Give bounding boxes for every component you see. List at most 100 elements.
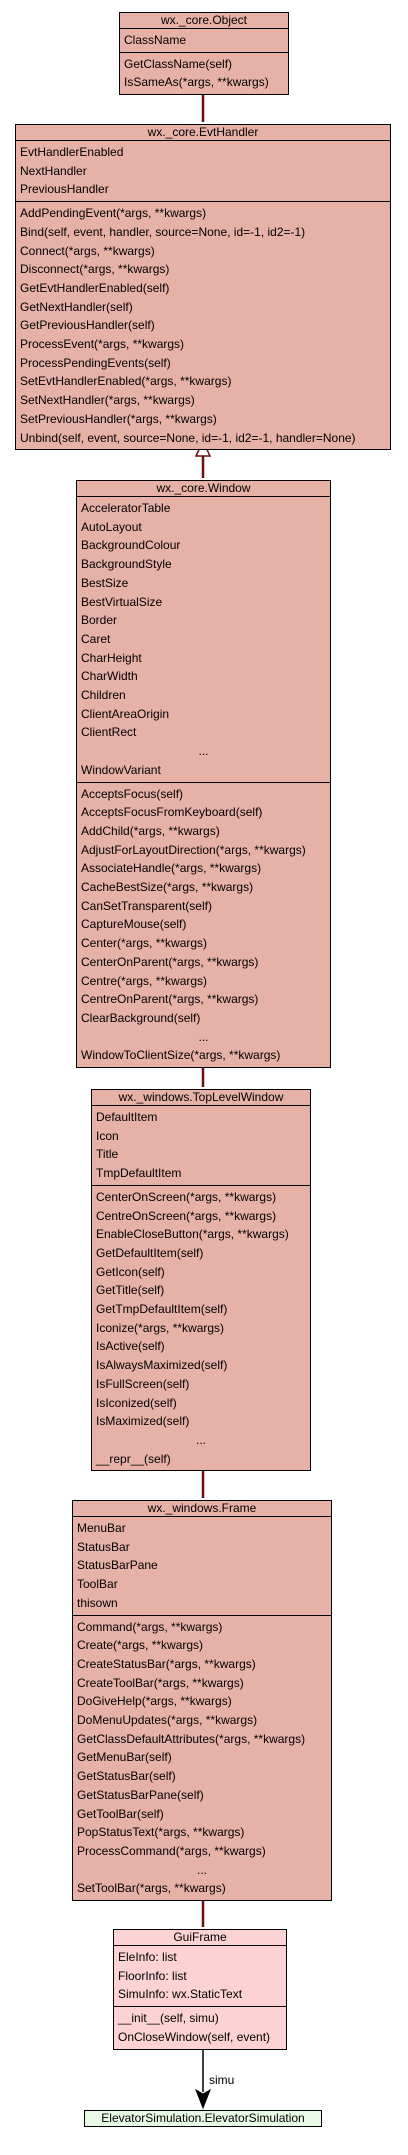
ellipsis: ...: [198, 1029, 209, 1044]
method-row: Command(*args, **kwargs): [77, 1619, 223, 1634]
class-name: GuiFrame: [173, 1930, 227, 1944]
method-row: IsActive(self): [96, 1339, 165, 1354]
class-name: wx._core.EvtHandler: [147, 125, 259, 139]
method-row: SetToolBar(*args, **kwargs): [77, 1881, 226, 1896]
method-row: CaptureMouse(self): [81, 917, 187, 932]
method-row: AdjustForLayoutDirection(*args, **kwargs…: [81, 842, 306, 857]
method-row: CreateStatusBar(*args, **kwargs): [77, 1656, 256, 1671]
attribute-row: NextHandler: [20, 163, 87, 178]
attribute-row: MenuBar: [77, 1521, 126, 1535]
attribute-row: WindowVariant: [81, 762, 161, 777]
attribute-row: ClassName: [124, 33, 187, 47]
attribute-row: EleInfo: list: [118, 1950, 177, 1964]
method-row: Iconize(*args, **kwargs): [96, 1320, 225, 1335]
attribute-row: BackgroundColour: [81, 538, 181, 553]
method-row: CacheBestSize(*args, **kwargs): [81, 880, 254, 895]
method-row: Connect(*args, **kwargs): [20, 243, 155, 258]
method-row: GetToolBar(self): [77, 1806, 164, 1821]
method-row: AddPendingEvent(*args, **kwargs): [20, 206, 207, 221]
class-name: wx._windows.TopLevelWindow: [118, 1090, 284, 1104]
class-name: wx._windows.Frame: [147, 1501, 257, 1515]
method-row: OnCloseWindow(self, event): [118, 2029, 271, 2044]
method-row: GetMenuBar(self): [77, 1750, 172, 1765]
attribute-row: StatusBarPane: [77, 1558, 158, 1573]
class-name: wx._core.Object: [160, 13, 248, 27]
attribute-row: Children: [81, 688, 126, 703]
method-row: AssociateHandle(*args, **kwargs): [81, 861, 262, 876]
attribute-row: BestVirtualSize: [81, 594, 163, 609]
method-section: CenterOnScreen(*args, **kwargs) CentreOnS…: [92, 1184, 310, 1471]
attribute-row: DefaultItem: [96, 1110, 158, 1124]
attribute-row: thisown: [77, 1595, 118, 1610]
method-row: IsAlwaysMaximized(self): [96, 1358, 228, 1373]
method-row: AddChild(*args, **kwargs): [81, 823, 220, 838]
attribute-row: TmpDefaultItem: [96, 1166, 182, 1181]
method-row: SetNextHandler(*args, **kwargs): [20, 393, 195, 408]
class-name: ElevatorSimulation.ElevatorSimulation: [101, 2111, 305, 2125]
method-row: CreateToolBar(*args, **kwargs): [77, 1675, 244, 1690]
method-row: SetEvtHandlerEnabled(*args, **kwargs): [20, 374, 232, 389]
method-row: DoGiveHelp(*args, **kwargs): [77, 1694, 232, 1709]
method-row: CentreOnScreen(*args, **kwargs): [96, 1208, 277, 1223]
class-name: wx._core.Window: [156, 481, 251, 495]
attribute-row: CharWidth: [81, 669, 138, 684]
method-row: Disconnect(*args, **kwargs): [20, 262, 170, 277]
association-label: simu: [209, 2073, 234, 2087]
method-section: GetClassName(self)IsSameAs(*args, **kwar…: [120, 51, 288, 94]
method-row: EnableCloseButton(*args, **kwargs): [96, 1227, 289, 1242]
method-row: Bind(self, event, handler, source=None, …: [20, 224, 306, 239]
method-row: ClearBackground(self): [81, 1010, 201, 1025]
method-row: __init__(self, simu): [118, 2011, 219, 2026]
attribute-row: BestSize: [81, 575, 129, 590]
attribute-row: ClientAreaOrigin: [81, 706, 170, 721]
attribute-row: PreviousHandler: [20, 182, 109, 197]
method-row: ProcessEvent(*args, **kwargs): [20, 337, 185, 352]
method-row: GetTmpDefaultItem(self): [96, 1302, 228, 1317]
attribute-row: EvtHandlerEnabled: [20, 145, 124, 159]
method-row: WindowToClientSize(*args, **kwargs): [81, 1048, 281, 1063]
method-row: AcceptsFocus(self): [81, 786, 184, 801]
method-row: Centre(*args, **kwargs): [81, 973, 208, 988]
attribute-row: BackgroundStyle: [81, 557, 172, 572]
method-row: GetPreviousHandler(self): [20, 318, 155, 333]
method-row: IsFullScreen(self): [96, 1376, 190, 1391]
method-row: Center(*args, **kwargs): [81, 936, 208, 951]
attribute-row: CharHeight: [81, 650, 142, 665]
attribute-section: ClassName: [120, 28, 288, 52]
method-section: __init__(self, simu) OnCloseWindow(self, …: [114, 2006, 286, 2048]
method-section: Command(*args, **kwargs)Create(*args, **…: [73, 1614, 331, 1901]
method-row: GetStatusBarPane(self): [77, 1787, 204, 1802]
ellipsis: ...: [196, 1862, 207, 1877]
method-row: GetStatusBar(self): [77, 1769, 176, 1784]
method-row: GetNextHandler(self): [20, 299, 133, 314]
method-row: Unbind(self, event, source=None, id=-1, …: [20, 430, 356, 445]
method-row: AcceptsFocusFromKeyboard(self): [81, 805, 263, 820]
method-row: GetIcon(self): [96, 1264, 165, 1279]
attribute-row: SimuInfo: wx.StaticText: [118, 1987, 243, 2002]
attribute-row: Border: [81, 613, 118, 628]
method-row: CenterOnScreen(*args, **kwargs): [96, 1189, 277, 1204]
attribute-row: FloorInfo: list: [118, 1968, 187, 1983]
method-row: ProcessPendingEvents(self): [20, 355, 171, 370]
method-row: CenterOnParent(*args, **kwargs): [81, 954, 259, 969]
method-row: SetPreviousHandler(*args, **kwargs): [20, 411, 217, 426]
ellipsis: ...: [195, 1432, 206, 1447]
method-row: IsMaximized(self): [96, 1414, 190, 1429]
class-box-elevatorsimulation: ElevatorSimulation.ElevatorSimulation: [84, 2110, 322, 2127]
method-row: GetDefaultItem(self): [96, 1245, 204, 1260]
method-row: GetClassName(self): [124, 56, 233, 71]
method-row: GetTitle(self): [96, 1283, 165, 1298]
association-edge-guiframe-simulation: [195, 2040, 211, 2110]
method-row: DoMenuUpdates(*args, **kwargs): [77, 1713, 258, 1728]
attribute-row: AcceleratorTable: [81, 501, 171, 515]
attribute-row: ToolBar: [77, 1577, 118, 1592]
method-row: ProcessCommand(*args, **kwargs): [77, 1843, 266, 1858]
